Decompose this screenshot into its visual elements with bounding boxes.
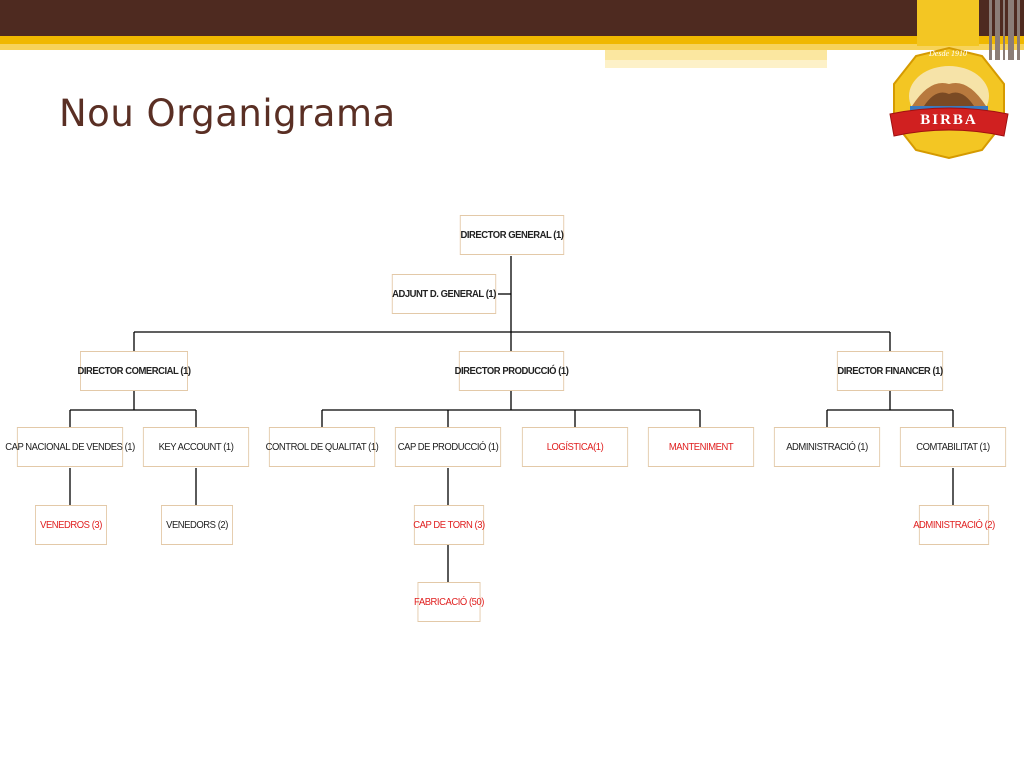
header-stripe — [0, 36, 1024, 44]
header-stripe-accent — [605, 50, 827, 60]
node-comtabilitat: COMTABILITAT (1) — [899, 427, 1007, 467]
node-director-general: DIRECTOR GENERAL (1) — [459, 215, 565, 255]
logo-brand: BIRBA — [920, 112, 978, 128]
node-administracio: ADMINISTRACIÓ (1) — [773, 427, 881, 467]
node-fabricacio: FABRICACIÓ (50) — [414, 582, 484, 622]
node-director-financer: DIRECTOR FINANCER (1) — [836, 351, 943, 391]
node-venedors: VENEDORS (2) — [161, 505, 233, 545]
node-director-comercial: DIRECTOR COMERCIAL (1) — [77, 351, 191, 391]
header-stripe-accent-light — [605, 60, 827, 68]
header-right-bars — [985, 0, 1024, 60]
node-director-produccio: DIRECTOR PRODUCCIÓ (1) — [455, 351, 569, 391]
node-key-account: KEY ACCOUNT (1) — [142, 427, 250, 467]
node-control-qualitat: CONTROL DE QUALITAT (1) — [266, 427, 379, 467]
node-cap-torn: CAP DE TORN (3) — [413, 505, 485, 545]
node-adjunt-director-general: ADJUNT D. GENERAL (1) — [391, 274, 496, 314]
header-stripe-light — [0, 44, 1024, 50]
birba-logo — [889, 46, 1009, 160]
node-manteniment: MANTENIMENT — [647, 427, 755, 467]
logo-tab — [917, 0, 979, 46]
logo-tagline: Desde 1910 — [929, 49, 967, 58]
node-venedros: VENEDROS (3) — [35, 505, 107, 545]
node-cap-produccio: CAP DE PRODUCCIÓ (1) — [394, 427, 502, 467]
node-cap-nacional-vendes: CAP NACIONAL DE VENDES (1) — [5, 427, 135, 467]
slide-title: Nou Organigrama — [59, 92, 396, 135]
node-logistica: LOGÍSTICA(1) — [521, 427, 629, 467]
top-bar — [0, 0, 1024, 36]
node-administracio-2: ADMINISTRACIÓ (2) — [913, 505, 995, 545]
